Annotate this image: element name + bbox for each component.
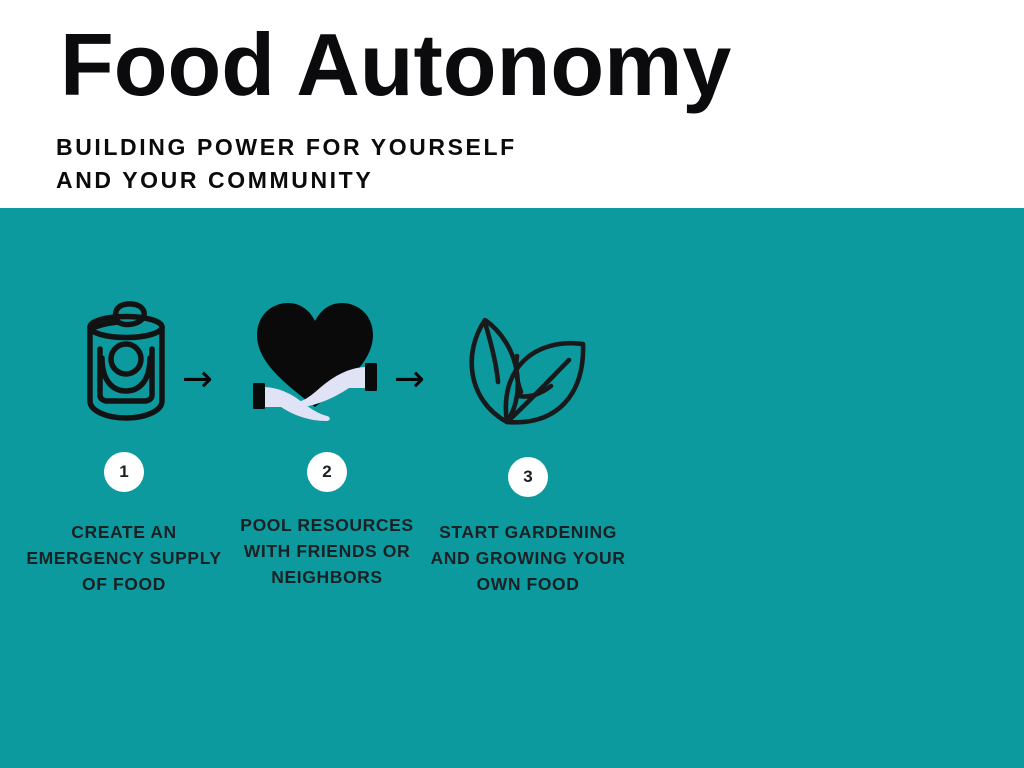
arrow-right-icon: →	[182, 357, 214, 400]
subtitle: BUILDING POWER FOR YOURSELF AND YOUR COM…	[56, 131, 517, 197]
step-number: 3	[523, 467, 533, 486]
steps-row: 1 CREATE AN EMERGENCY SUPPLY OF FOOD →	[0, 208, 1024, 768]
step-1: 1 CREATE AN EMERGENCY SUPPLY OF FOOD	[24, 208, 224, 768]
step-caption: CREATE AN EMERGENCY SUPPLY OF FOOD	[26, 522, 222, 594]
step-caption: START GARDENING AND GROWING YOUR OWN FOO…	[430, 522, 626, 594]
leaves-icon	[428, 303, 628, 443]
canned-food-icon	[24, 292, 224, 432]
step-number: 2	[322, 462, 332, 481]
page-title: Food Autonomy	[60, 15, 732, 114]
subtitle-line-1: BUILDING POWER FOR YOURSELF	[56, 134, 517, 160]
step-3: 3 START GARDENING AND GROWING YOUR OWN F…	[428, 208, 628, 768]
step-number-badge: 2	[307, 452, 347, 492]
step-number-badge: 1	[104, 452, 144, 492]
step-caption: POOL RESOURCES WITH FRIENDS OR NEIGHBORS	[240, 515, 414, 587]
header-band: Food Autonomy BUILDING POWER FOR YOURSEL…	[0, 0, 1024, 208]
step-2: 2 POOL RESOURCES WITH FRIENDS OR NEIGHBO…	[215, 208, 415, 768]
subtitle-line-2: AND YOUR COMMUNITY	[56, 167, 374, 193]
arrow-right-icon: →	[394, 357, 426, 400]
step-number-badge: 3	[508, 457, 548, 497]
heart-in-hands-icon	[215, 290, 415, 430]
step-number: 1	[119, 462, 129, 481]
